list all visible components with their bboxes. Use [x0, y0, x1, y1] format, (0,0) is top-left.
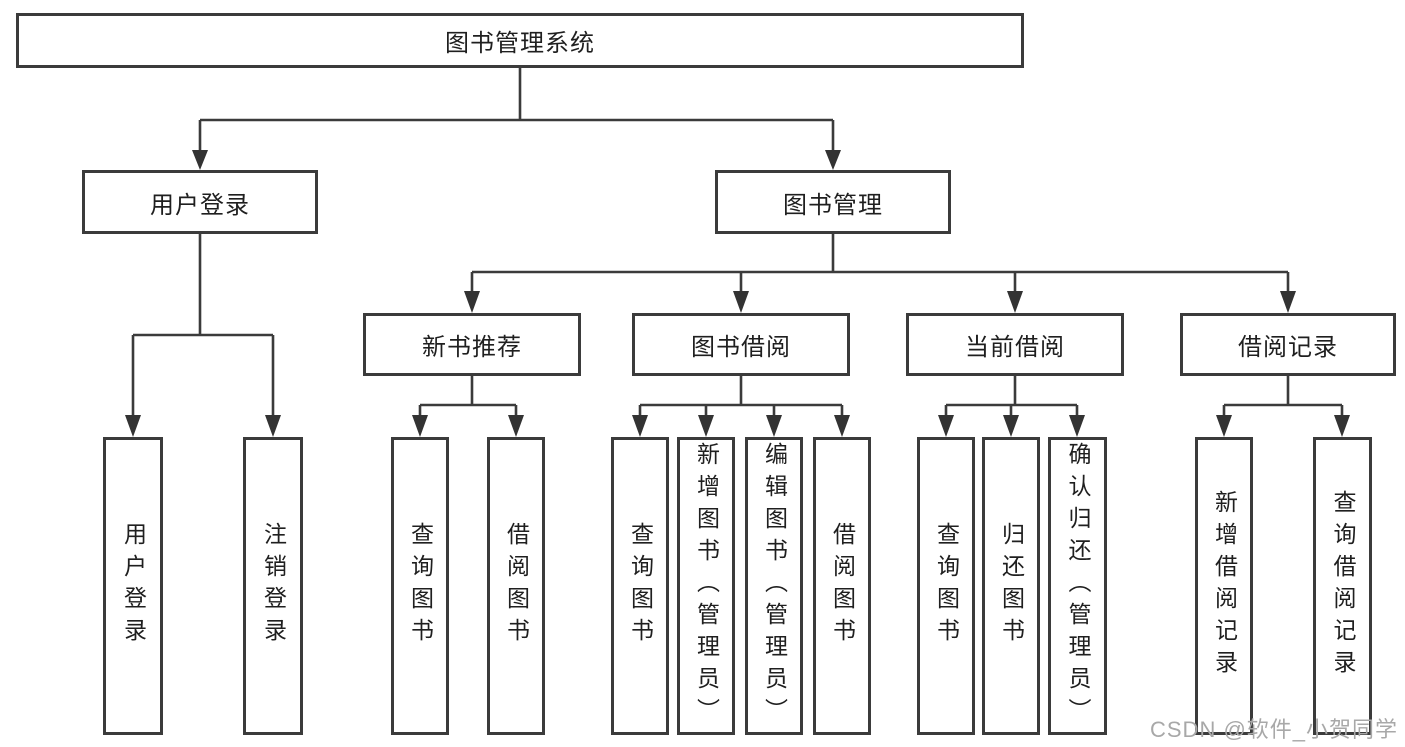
root-connector	[198, 68, 835, 151]
csdn-watermark: CSDN @软件_小贺同学	[1150, 717, 1399, 742]
leaf-logout: 注销登录	[243, 437, 303, 735]
node-label: 当前借阅	[965, 334, 1065, 361]
leaf-edit-books-admin: 编辑图书（管理员）	[745, 437, 803, 735]
leaf-current-query-books: 查询图书	[917, 437, 975, 735]
node-label: 借阅记录	[1238, 334, 1338, 361]
node-label: 新增借阅记录	[1211, 490, 1238, 682]
node-user-login: 用户登录	[82, 170, 318, 234]
leaf-query-borrow-record: 查询借阅记录	[1313, 437, 1372, 735]
node-label: 归还图书	[998, 522, 1025, 650]
node-label: 借阅图书	[503, 522, 530, 650]
leaf-newbook-query-books: 查询图书	[391, 437, 449, 735]
borrow-record-connector	[1222, 376, 1344, 416]
leaf-borrow-books: 借阅图书	[813, 437, 871, 735]
leaf-add-borrow-record: 新增借阅记录	[1195, 437, 1253, 735]
node-label: 编辑图书（管理员）	[761, 442, 788, 730]
node-label: 图书管理系统	[445, 30, 595, 57]
user-login-connector	[131, 234, 275, 416]
current-borrow-connector	[944, 376, 1079, 416]
book-mgmt-connector	[470, 234, 1290, 292]
node-book-borrow: 图书借阅	[632, 313, 850, 376]
leaf-return-books: 归还图书	[982, 437, 1040, 735]
node-book-management: 图书管理	[715, 170, 951, 234]
leaf-confirm-return-admin: 确认归还（管理员）	[1048, 437, 1107, 735]
leaf-newbook-borrow-books: 借阅图书	[487, 437, 545, 735]
node-label: 借阅图书	[829, 522, 856, 650]
node-label: 用户登录	[150, 191, 250, 219]
book-borrow-connector	[638, 376, 844, 416]
node-label: 查询图书	[627, 522, 654, 650]
node-current-borrow: 当前借阅	[906, 313, 1124, 376]
node-label: 新书推荐	[422, 334, 522, 361]
node-label: 查询图书	[933, 522, 960, 650]
leaf-add-books-admin: 新增图书（管理员）	[677, 437, 735, 735]
node-label: 图书管理	[783, 191, 883, 219]
node-new-book-recommend: 新书推荐	[363, 313, 581, 376]
node-label: 查询图书	[407, 522, 434, 650]
arrowhead-icons	[125, 150, 1350, 437]
node-label: 注销登录	[260, 522, 287, 650]
leaf-borrow-query-books: 查询图书	[611, 437, 669, 735]
node-label: 确认归还（管理员）	[1065, 442, 1091, 730]
leaf-user-login: 用户登录	[103, 437, 163, 735]
node-label: 用户登录	[120, 522, 147, 650]
new-book-connector	[418, 376, 518, 416]
connector-segments	[131, 68, 1344, 416]
node-label: 图书借阅	[691, 334, 791, 361]
node-borrow-record: 借阅记录	[1180, 313, 1396, 376]
node-label: 查询借阅记录	[1330, 490, 1356, 682]
node-library-management-system: 图书管理系统	[16, 13, 1024, 68]
node-label: 新增图书（管理员）	[693, 442, 720, 730]
